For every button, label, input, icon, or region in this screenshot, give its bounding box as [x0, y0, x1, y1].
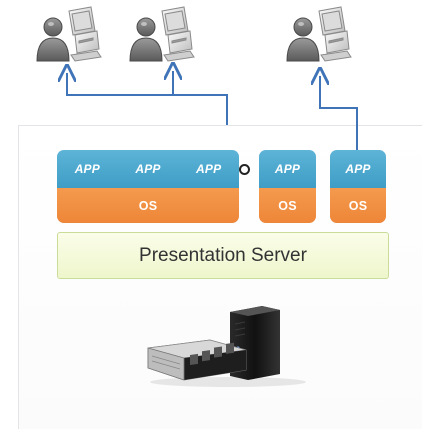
os-label: OS [348, 198, 368, 213]
os-label: OS [138, 198, 158, 213]
app-label: APP [274, 162, 301, 176]
user-computer-icon [128, 5, 196, 65]
vm-group-multi-app: APP APP APP OS [57, 150, 239, 223]
vm-single-app-1: APP OS [259, 150, 316, 223]
app-label: APP [345, 162, 371, 176]
app-row: APP [259, 150, 316, 188]
app-row: APP [330, 150, 386, 188]
user-computer-icon [35, 5, 103, 65]
connector-to-client-1 [67, 73, 228, 125]
app-label: APP [74, 162, 100, 176]
os-row: OS [57, 188, 239, 223]
app-label: APP [135, 162, 161, 176]
separator-dot [239, 164, 250, 175]
user-computer-icon [285, 5, 353, 65]
presentation-server-box: Presentation Server [57, 232, 389, 279]
os-label: OS [278, 198, 297, 213]
os-row: OS [330, 188, 386, 223]
os-row: OS [259, 188, 316, 223]
app-row: APP APP APP [57, 150, 239, 188]
vm-single-app-2: APP OS [330, 150, 386, 223]
presentation-server-label: Presentation Server [139, 244, 307, 266]
app-label: APP [196, 162, 222, 176]
server-hardware-icon [147, 306, 306, 387]
connector-to-client-3 [320, 76, 358, 160]
